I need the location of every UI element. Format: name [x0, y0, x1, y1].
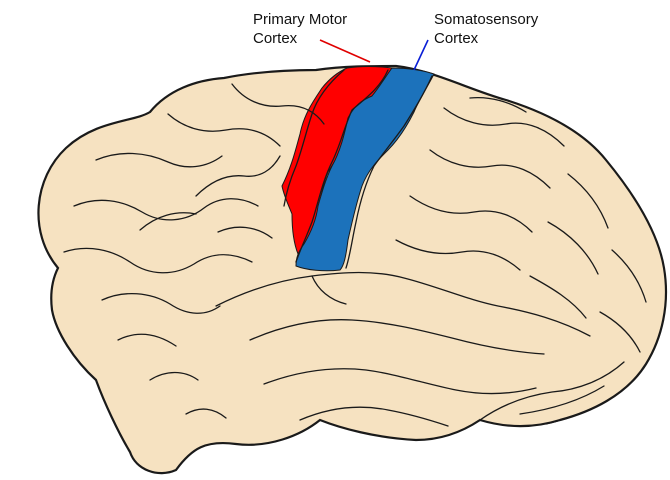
somatosensory-cortex-label: Somatosensory Cortex	[434, 10, 538, 48]
primary-motor-label-line2: Cortex	[253, 29, 347, 48]
somatosensory-leader-line	[414, 40, 428, 70]
primary-motor-cortex-label: Primary Motor Cortex	[253, 10, 347, 48]
somatosensory-label-line1: Somatosensory	[434, 10, 538, 29]
primary-motor-label-line1: Primary Motor	[253, 10, 347, 29]
somatosensory-label-line2: Cortex	[434, 29, 538, 48]
